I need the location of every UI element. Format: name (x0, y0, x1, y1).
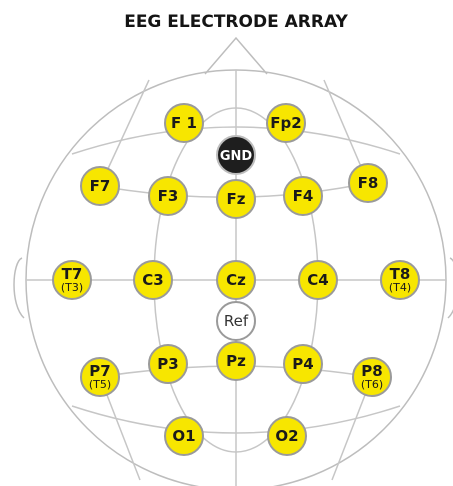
electrode-ref-circle (216, 301, 256, 341)
diagram-title: EEG ELECTRODE ARRAY (124, 12, 348, 32)
electrode-fp2: Fp2 (266, 103, 306, 143)
electrode-o2-label: O2 (275, 427, 298, 445)
electrode-o2: O2 (267, 416, 307, 456)
electrode-f7: F7 (80, 166, 120, 206)
electrode-cz-label: Cz (226, 271, 246, 289)
electrode-f1: F 1 (164, 103, 204, 143)
electrode-cz-circle (216, 260, 256, 300)
electrode-t7-circle (52, 260, 92, 300)
electrode-t8-sublabel: (T4) (389, 281, 411, 294)
electrode-f1-circle (164, 103, 204, 143)
electrode-t8: T8(T4) (380, 260, 420, 300)
electrode-fz: Fz (216, 179, 256, 219)
electrode-t7: T7(T3) (52, 260, 92, 300)
electrode-pz-circle (216, 341, 256, 381)
electrode-f3: F3 (148, 176, 188, 216)
electrode-c4-circle (298, 260, 338, 300)
electrode-ref-label: Ref (224, 312, 249, 330)
electrode-c3-circle (133, 260, 173, 300)
electrode-p3-circle (148, 344, 188, 384)
electrode-o1: O1 (164, 416, 204, 456)
electrode-pz-label: Pz (226, 352, 246, 370)
electrode-c4-label: C4 (307, 271, 328, 289)
electrode-p3: P3 (148, 344, 188, 384)
electrode-t8-circle (380, 260, 420, 300)
parietal-arc (71, 405, 401, 434)
electrode-o2-circle (267, 416, 307, 456)
right-ear-outline (447, 257, 453, 319)
electrode-p8: P8(T6) (352, 357, 392, 397)
electrode-f4: F4 (283, 176, 323, 216)
electrode-o1-circle (164, 416, 204, 456)
electrode-p8-circle (352, 357, 392, 397)
electrode-fp2-circle (266, 103, 306, 143)
electrode-fz-circle (216, 179, 256, 219)
electrode-gnd-label: GND (220, 149, 253, 164)
electrode-p7-label: P7 (89, 362, 110, 380)
electrode-c4: C4 (298, 260, 338, 300)
electrode-p8-sublabel: (T6) (361, 378, 383, 391)
electrode-t7-sublabel: (T3) (61, 281, 83, 294)
electrode-fp2-label: Fp2 (270, 114, 301, 132)
electrode-ref: Ref (216, 301, 256, 341)
electrode-p4-circle (283, 344, 323, 384)
electrode-p4-label: P4 (292, 355, 313, 373)
electrode-gnd: GND (216, 135, 256, 175)
electrode-pz: Pz (216, 341, 256, 381)
electrode-f7-circle (80, 166, 120, 206)
electrode-f8-circle (348, 163, 388, 203)
electrode-fz-label: Fz (227, 190, 246, 208)
frontal-arc (71, 126, 401, 155)
nose-outline (204, 36, 268, 75)
left-ear-outline (13, 257, 25, 319)
electrode-p4: P4 (283, 344, 323, 384)
electrode-p8-label: P8 (361, 362, 382, 380)
electrode-t8-label: T8 (390, 265, 411, 283)
electrode-f4-label: F4 (293, 187, 314, 205)
electrode-t7-label: T7 (62, 265, 83, 283)
electrode-gnd-circle (216, 135, 256, 175)
electrode-f1-label: F 1 (171, 114, 197, 132)
electrode-f4-circle (283, 176, 323, 216)
electrode-f3-label: F3 (158, 187, 179, 205)
electrode-c3: C3 (133, 260, 173, 300)
electrode-cz: Cz (216, 260, 256, 300)
electrode-f8: F8 (348, 163, 388, 203)
electrode-p7: P7(T5) (80, 357, 120, 397)
electrode-f3-circle (148, 176, 188, 216)
electrode-p7-circle (80, 357, 120, 397)
electrode-f7-label: F7 (90, 177, 111, 195)
electrode-p3-label: P3 (157, 355, 178, 373)
electrode-o1-label: O1 (172, 427, 195, 445)
electrode-p7-sublabel: (T5) (89, 378, 111, 391)
electrode-f8-label: F8 (358, 174, 379, 192)
electrode-c3-label: C3 (142, 271, 163, 289)
